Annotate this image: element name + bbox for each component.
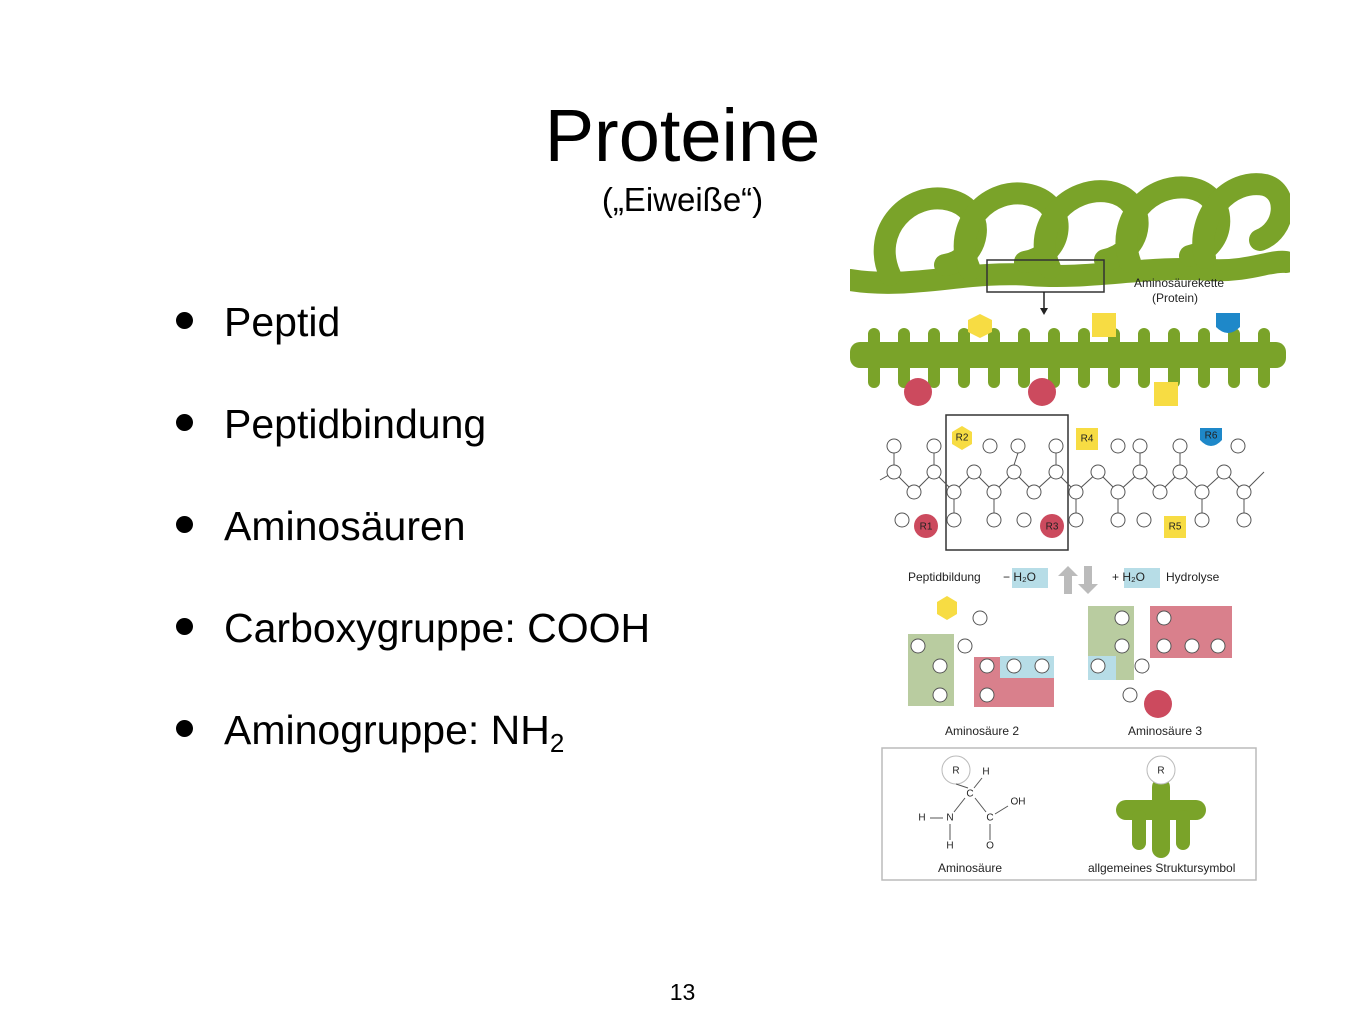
protein-figure: Aminosäurekette (Protein) (850, 173, 1290, 881)
structure-symbol-label: allgemeines Struktursymbol (1088, 861, 1235, 875)
chemical-structure-chain: R1 R2 R3 R4 R5 R6 (879, 414, 1265, 551)
peptide-formation-label: Peptidbildung (908, 570, 981, 584)
bullet-text: Carboxygruppe: COOH (224, 605, 651, 651)
slide-subtitle: („Eiweiße“) (601, 181, 764, 218)
residue-label: R6 (1205, 431, 1218, 442)
bullet-subscript: 2 (549, 728, 565, 758)
svg-text:H: H (918, 813, 925, 824)
svg-text:R: R (1157, 766, 1164, 777)
chain-label-line1: Aminosäurekette (1134, 276, 1224, 290)
residue-label: R1 (920, 522, 933, 533)
reaction-arrows-icon (1058, 566, 1098, 594)
bullet-text: Peptid (224, 299, 341, 345)
minus-water-label: − H₂O (1003, 570, 1036, 584)
svg-text:H: H (946, 841, 953, 852)
structure-symbol-icon (1116, 778, 1206, 858)
bullet-dot-icon (176, 720, 193, 737)
plus-water-label: + H₂O (1112, 570, 1145, 584)
structure-symbol-chain (850, 313, 1286, 406)
amino-acid-2-structure: Aminosäure 2 (908, 596, 1054, 738)
reaction-row: Peptidbildung − H₂O + H₂O Hydrolyse (908, 566, 1220, 594)
svg-text:R: R (952, 766, 959, 777)
residue-label: R3 (1046, 522, 1059, 533)
bullet-list: Peptid Peptidbindung Aminosäuren Carboxy… (172, 294, 650, 804)
bullet-text: Peptidbindung (224, 401, 487, 447)
bullet-dot-icon (176, 312, 193, 329)
bullet-item: Aminosäuren (172, 498, 650, 600)
hydrolysis-label: Hydrolyse (1166, 570, 1220, 584)
svg-text:OH: OH (1011, 797, 1026, 808)
amino-acid-2-label: Aminosäure 2 (945, 724, 1019, 738)
svg-text:O: O (986, 841, 994, 852)
bullet-text: Aminogruppe: NH (224, 707, 550, 753)
bullet-text: Aminosäuren (224, 503, 466, 549)
bullet-dot-icon (176, 414, 193, 431)
svg-text:C: C (966, 789, 973, 800)
bullet-item: Peptid (172, 294, 650, 396)
svg-text:C: C (986, 813, 993, 824)
residue-label: R4 (1081, 434, 1094, 445)
bullet-item: Aminogruppe: NH2 (172, 702, 650, 804)
page-number: 13 (669, 979, 696, 1005)
protein-coil-illustration (850, 173, 1290, 294)
residue-label: R2 (956, 433, 969, 444)
legend-box: R H C OH N C H H O Aminosäure R allgemei… (881, 747, 1257, 881)
amino-acid-3-structure: Aminosäure 3 (1088, 606, 1232, 738)
slide-title: Proteine (544, 94, 821, 177)
svg-text:N: N (946, 813, 953, 824)
zoom-box (986, 259, 1105, 293)
amino-acid-label: Aminosäure (938, 861, 1002, 875)
bullet-item: Carboxygruppe: COOH (172, 600, 650, 702)
amino-acid-3-label: Aminosäure 3 (1128, 724, 1202, 738)
bullet-dot-icon (176, 516, 193, 533)
chain-label-line2: (Protein) (1152, 291, 1198, 305)
svg-text:H: H (982, 767, 989, 778)
bullet-item: Peptidbindung (172, 396, 650, 498)
residue-label: R5 (1169, 522, 1182, 533)
bullet-dot-icon (176, 618, 193, 635)
